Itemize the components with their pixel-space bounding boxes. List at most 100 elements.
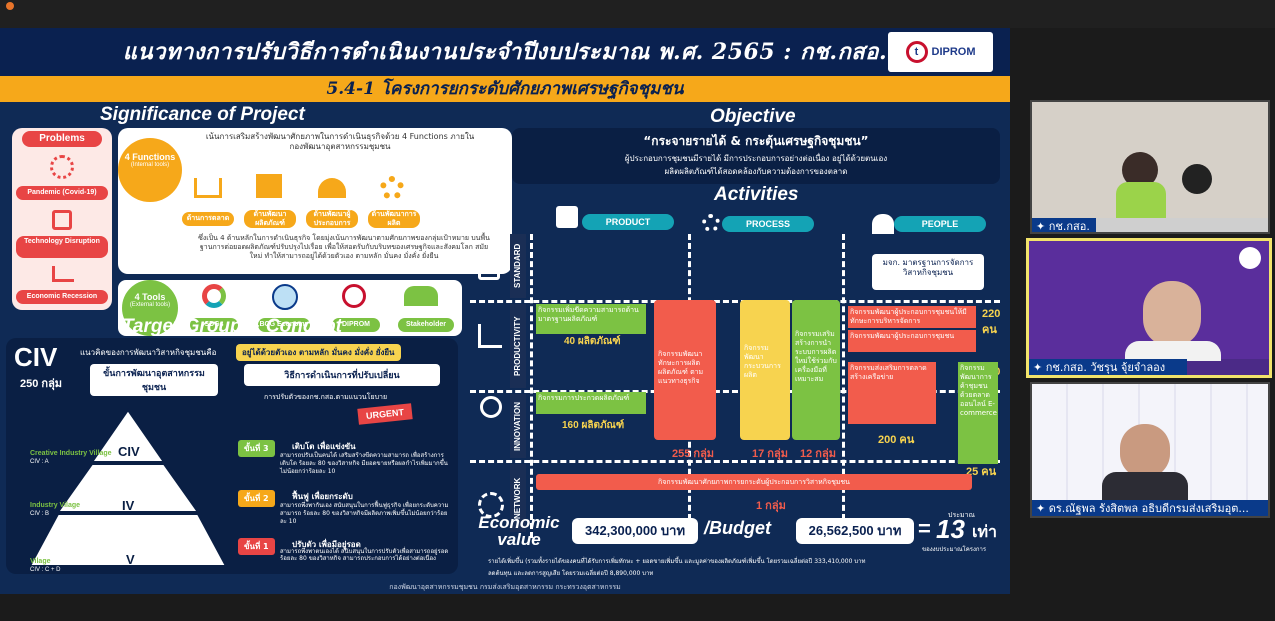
bar-chart-icon	[478, 324, 502, 348]
level-code: CIV : B	[30, 511, 50, 517]
functions-badge: 4 Functions (Internal tools)	[118, 138, 182, 202]
users-icon	[318, 178, 346, 198]
product-box: กิจกรรมการประกวดผลิตภัณฑ์	[536, 392, 646, 414]
participant-label: กช.กสอ. วัชรุน จุ้ยจำลอง	[1045, 361, 1166, 374]
level-code: CIV : C + D	[30, 567, 61, 573]
pyramid-tier-mid	[56, 463, 200, 513]
subtitle-bar	[0, 76, 1010, 102]
slide-subtitle: 5.4-1 โครงการยกระดับศักยภาพเศรษฐกิจชุมชน	[326, 79, 684, 99]
process-gear-icon	[702, 214, 720, 232]
level-name: Vilage	[30, 558, 51, 565]
economic-value: 342,300,000 บาท	[572, 518, 698, 544]
chip-icon	[52, 210, 72, 230]
product-gift-icon	[556, 206, 578, 228]
col-divider	[530, 234, 533, 538]
people-icon	[872, 214, 894, 234]
ratio-unit: เท่า	[972, 522, 997, 541]
participant-tile[interactable]: ✦ กช.กสอ.	[1030, 100, 1270, 234]
gear-icon	[380, 176, 404, 200]
target-heading: Target Group & Concept	[122, 316, 342, 337]
diprom-mark-icon: t	[905, 41, 928, 63]
ratio-value: 13	[936, 514, 965, 544]
row-divider	[470, 300, 1000, 303]
activities-heading: Activities	[714, 184, 799, 205]
tools-badge: 4 Tools (External tools)	[122, 280, 178, 336]
yellow-activity-box: กิจกรรมพัฒนากระบวนการผลิต	[740, 300, 790, 440]
problem-item: Economic Recession	[16, 290, 108, 304]
ratio-prefix: =	[918, 516, 931, 541]
participant-name: ✦ ดร.ณัฐพล รังสิตพล อธิบดีกรมส่งเสริมอุต…	[1032, 500, 1268, 516]
cart-icon	[194, 178, 222, 198]
step-goal: ฟื้นฟู เพื่อยกระดับ	[292, 492, 353, 501]
red-activity-box: กิจกรรมพัฒนาทักษะการผลิตผลิตภัณฑ์ ตามแนว…	[654, 300, 716, 440]
civ-count: 250 กลุ่ม	[20, 378, 63, 390]
stakeholder-icon	[404, 286, 438, 306]
tool-item: BCG Economy	[258, 318, 310, 332]
economic-label: Economic value	[478, 513, 560, 549]
pin-icon: ✦	[1036, 220, 1049, 233]
people-box: กิจกรรมพัฒนาผู้ประกอบการชุมชนให้มีทักษะก…	[848, 306, 976, 328]
network-count: 1 กลุ่ม	[756, 500, 786, 512]
participant-name: ✦ กช.กสอ. วัชรุน จุ้ยจำลอง	[1029, 359, 1187, 375]
row-label: PRODUCTIVITY	[510, 304, 526, 388]
economic-bullet: ลดต้นทุน และลดการสูญเสีย โดยรวมเฉลี่ยต่อ…	[488, 570, 654, 577]
people-box: กิจกรรมพัฒนาผู้ประกอบการชุมชน	[848, 330, 976, 352]
slide-title: แนวทางการปรับวิธีการดำเนินงานประจำปีงบปร…	[0, 28, 1010, 76]
dev-label: ขั้นการพัฒนาอุตสาหกรรมชุมชน	[90, 364, 218, 396]
app-top-bar	[0, 0, 1275, 28]
objective-line: ผลิตผลิตภัณฑ์ได้สอดคล้องกับความต้องการขอ…	[664, 167, 848, 176]
people-standard-box: มจก. มาตรฐานการจัดการวิสาหกิจชุมชน	[872, 254, 984, 290]
functions-note: ซึ่งเป็น 4 ด้านหลักในการดำเนินธุรกิจ โดย…	[198, 234, 490, 260]
red-count: 255 กลุ่ม	[672, 448, 715, 460]
method-sub: การปรับตัวของกช.กสอ.ตามแนวนโยบาย	[264, 393, 388, 401]
function-item: ด้านพัฒนาผลิตภัณฑ์	[244, 210, 296, 228]
down-chart-icon	[52, 266, 74, 282]
green-activity-box: กิจกรรมเสริมสร้างการนำระบบการผลิตใหม่ใช้…	[792, 300, 840, 440]
row-label: STANDARD	[510, 234, 526, 298]
video-person	[1143, 281, 1201, 347]
step-badge: ขั้นที่ 3	[238, 440, 275, 457]
diprom-small-icon	[342, 284, 366, 308]
objective-quote: “กระจายรายได้ & กระตุ้นเศรษฐกิจชุมชน”	[643, 134, 869, 148]
green-count: 12 กลุ่ม	[800, 448, 836, 460]
pyramid-tier-bottom	[28, 513, 228, 567]
step-desc: สามารถปรับเป็นคนได้ เสริมสร้างขีดความสาม…	[280, 452, 448, 475]
tier-label: IV	[122, 498, 135, 513]
functions-card	[118, 128, 512, 274]
product-count: 160 ผลิตภัณฑ์	[562, 420, 625, 431]
method-label: วิธีการดำเนินการที่ปรับเปลี่ยน	[244, 364, 440, 386]
tool-item: SDGs	[190, 318, 238, 332]
level-name: Industry Vilage	[30, 502, 81, 509]
virus-icon	[50, 155, 74, 179]
video-person	[1120, 424, 1170, 478]
row-divider	[470, 460, 1000, 463]
column-header: PROCESS	[722, 216, 814, 232]
participant-tile[interactable]: ✦ ดร.ณัฐพล รังสิตพล อธิบดีกรมส่งเสริมอุต…	[1030, 382, 1270, 518]
bcg-icon	[272, 284, 298, 310]
col-divider	[842, 234, 845, 538]
problems-label: Problems	[22, 131, 102, 147]
sdgs-icon	[202, 284, 226, 308]
participant-tile-active[interactable]: ✦ กช.กสอ. วัชรุน จุ้ยจำลอง	[1026, 238, 1272, 378]
network-icon	[478, 492, 504, 518]
objective-line: ผู้ประกอบการชุมชนมีรายได้ มีการประกอบการ…	[624, 154, 888, 163]
function-item: ด้านพัฒนาผู้ประกอบการ	[306, 210, 358, 228]
step-goal: เติบโต เพื่อแข่งขัน	[292, 442, 356, 451]
logo-text: DIPROM	[931, 46, 976, 58]
shared-slide: แนวทางการปรับวิธีการดำเนินงานประจำปีงบปร…	[0, 28, 1010, 594]
gift-icon	[256, 174, 282, 198]
people-box: กิจกรรมส่งเสริมการตลาดสร้างเครือข่าย	[848, 362, 936, 424]
step-badge: ขั้นที่ 2	[238, 490, 275, 507]
functions-label: 4 Functions	[124, 152, 176, 162]
row-divider	[470, 390, 1000, 393]
step-goal: ปรับตัว เพื่อมีอยู่รอด	[292, 540, 361, 549]
ratio-note: ของงบประมาณโครงการ	[922, 546, 987, 553]
video-person	[1102, 472, 1188, 500]
economic-bullet: รายได้เพิ่มขึ้น (รวมทั้งรายได้ของคนที่ได…	[488, 558, 866, 565]
yellow-count: 17 กลุ่ม	[752, 448, 788, 460]
slide-footer: กองพัฒนาอุตสาหกรรมชุมชน กรมส่งเสริมอุตสา…	[389, 583, 621, 591]
step-desc: สามารถพึ่งพากันเอง สนับสนุนในการฟื้นฟูธุ…	[280, 502, 449, 525]
people-green-count: 25 คน	[966, 466, 997, 478]
tier-label: CIV	[118, 444, 140, 459]
